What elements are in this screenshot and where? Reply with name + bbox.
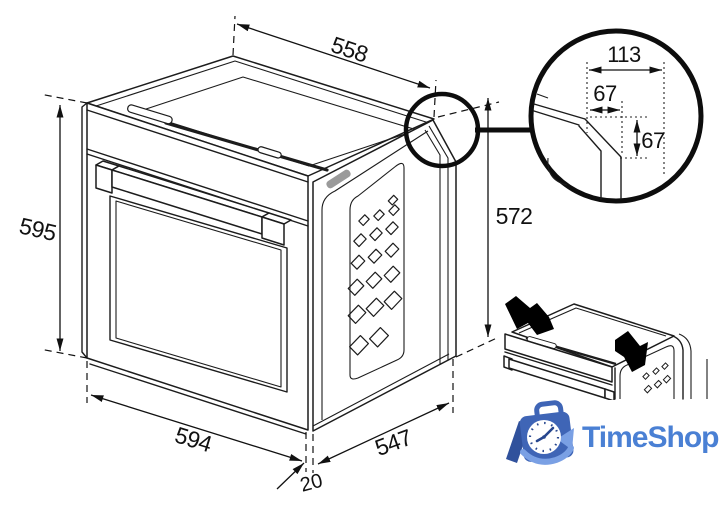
oven-door-window [109, 195, 288, 393]
detail-callout: 113 67 67 [403, 28, 704, 204]
dimension-label-body-height: 572 [496, 203, 533, 229]
top-vent-slot [127, 104, 173, 125]
oven-side-face [312, 119, 457, 432]
top-notch [257, 146, 282, 159]
logo-text: TimeShop [582, 421, 719, 454]
press-arrow-left-icon [505, 296, 554, 335]
dimension-front-height: 595 [17, 93, 88, 359]
dimension-label-front-width: 594 [172, 422, 216, 458]
dimension-label-body-depth: 547 [371, 424, 415, 461]
swoosh-arrowhead [557, 428, 574, 450]
dimension-body-height: 572 [437, 98, 533, 358]
press-arrow-right-icon [615, 331, 648, 372]
dimension-door-gap: 20 [276, 462, 325, 497]
swoosh-arrow-icon [520, 445, 574, 465]
detail-label-width: 113 [607, 42, 641, 67]
dimension-label-top-width: 558 [328, 31, 371, 67]
oven-front-face [81, 102, 309, 435]
dimension-label-front-height: 595 [17, 212, 59, 246]
timeshop-logo: TimeShop [506, 400, 719, 465]
detail-label-offset-v: 67 [641, 128, 665, 153]
oven-door-handle [95, 160, 292, 246]
callout-source-circle [403, 91, 481, 169]
installation-thumbnail [503, 296, 708, 400]
thumbnail-perforations [642, 362, 672, 394]
dimension-label-door-gap: 20 [298, 470, 325, 497]
detail-label-offset-h: 67 [593, 81, 617, 106]
magnified-corner-view [528, 28, 704, 204]
magnified-corner-profile [533, 93, 622, 200]
magnified-corner-dimensions: 113 67 67 [586, 42, 665, 177]
clock-icon [527, 420, 561, 454]
side-badge [326, 169, 351, 189]
oven-top-face [86, 55, 435, 177]
perforation-pattern [347, 194, 403, 356]
